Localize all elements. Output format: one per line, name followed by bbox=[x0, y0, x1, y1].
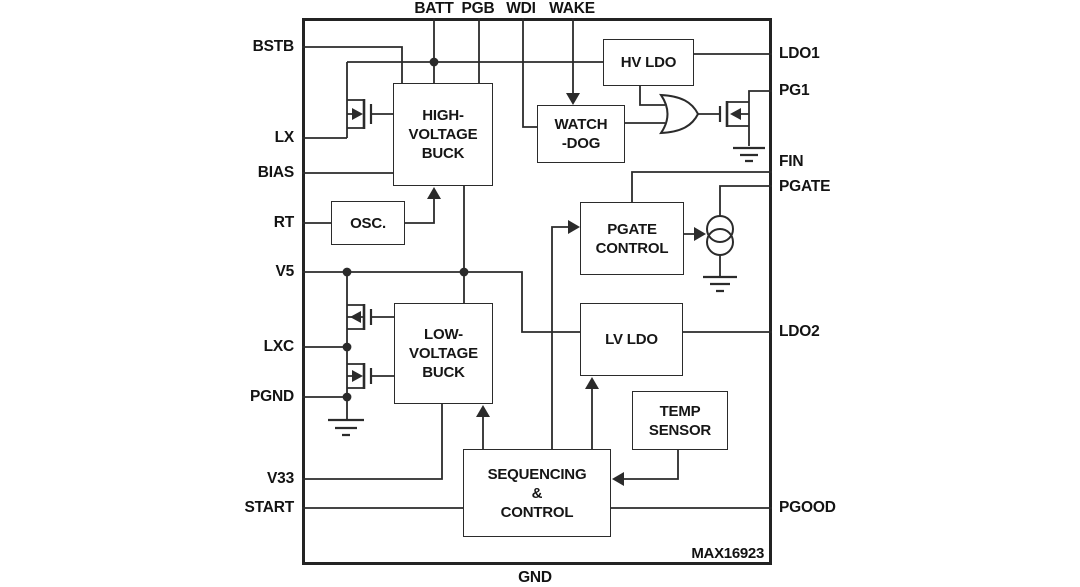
mosfet-icon bbox=[347, 304, 394, 330]
pin-ldo2: LDO2 bbox=[779, 323, 820, 340]
block-pgate-control: PGATE CONTROL bbox=[580, 202, 684, 275]
block-label: CONTROL bbox=[500, 503, 574, 521]
mosfet-icon bbox=[718, 101, 749, 127]
block-label: TEMP bbox=[659, 402, 701, 420]
block-lv-ldo: LV LDO bbox=[580, 303, 683, 376]
chip-outline bbox=[302, 18, 772, 565]
block-hv-buck: HIGH- VOLTAGE BUCK bbox=[393, 83, 493, 186]
pin-lx: LX bbox=[274, 129, 295, 146]
block-seq-control: SEQUENCING & CONTROL bbox=[463, 449, 611, 537]
or-gate-icon bbox=[659, 93, 700, 135]
block-label: LV LDO bbox=[605, 331, 658, 348]
pin-batt: BATT bbox=[414, 0, 454, 17]
junction-dots bbox=[342, 57, 469, 402]
mosfet-icon bbox=[347, 99, 393, 129]
block-label: PGATE bbox=[607, 220, 657, 238]
pin-pgood: PGOOD bbox=[779, 499, 836, 516]
wires bbox=[302, 18, 772, 509]
pin-fin: FIN bbox=[779, 153, 804, 170]
pin-pg1: PG1 bbox=[779, 82, 810, 99]
pin-pgb: PGB bbox=[461, 0, 495, 17]
block-label: LOW- bbox=[424, 326, 463, 343]
pin-bstb: BSTB bbox=[252, 38, 295, 55]
ground-icon bbox=[328, 418, 364, 437]
arrowhead-icon bbox=[612, 472, 624, 486]
arrowhead-icon bbox=[566, 93, 580, 105]
pin-pgate: PGATE bbox=[779, 178, 831, 195]
block-label: -DOG bbox=[561, 135, 601, 152]
pin-ldo1: LDO1 bbox=[779, 45, 820, 62]
mosfet-icon bbox=[347, 363, 394, 389]
part-number: MAX16923 bbox=[691, 545, 764, 562]
pin-gnd: GND bbox=[518, 569, 552, 586]
ground-icon bbox=[703, 275, 737, 293]
pin-wake: WAKE bbox=[549, 0, 595, 17]
arrowhead-icon bbox=[694, 227, 706, 241]
pin-bias: BIAS bbox=[257, 164, 294, 181]
block-label: SENSOR bbox=[648, 421, 712, 439]
block-label: CONTROL bbox=[595, 239, 669, 257]
arrowhead-icon bbox=[585, 377, 599, 389]
block-hv-ldo: HV LDO bbox=[603, 39, 694, 86]
block-label: BUCK bbox=[422, 364, 465, 381]
pin-rt: RT bbox=[273, 214, 294, 231]
pin-v5: V5 bbox=[275, 263, 294, 280]
block-label: VOLTAGE bbox=[409, 345, 478, 362]
block-label: SEQUENCING bbox=[487, 465, 587, 483]
arrowhead-icon bbox=[427, 187, 441, 199]
block-label: OSC. bbox=[350, 214, 386, 232]
pin-start: START bbox=[244, 499, 294, 516]
block-label: WATCH bbox=[554, 116, 608, 133]
block-label: BUCK bbox=[421, 145, 465, 162]
block-label: & bbox=[531, 484, 543, 502]
block-osc: OSC. bbox=[331, 201, 405, 245]
pin-lxc: LXC bbox=[263, 338, 295, 355]
block-label: VOLTAGE bbox=[408, 126, 478, 143]
block-label: HIGH- bbox=[422, 107, 464, 124]
block-watchdog: WATCH -DOG bbox=[537, 105, 625, 163]
block-lv-buck: LOW- VOLTAGE BUCK bbox=[394, 303, 493, 404]
pin-wdi: WDI bbox=[506, 0, 536, 17]
pin-pgnd: PGND bbox=[250, 388, 294, 405]
current-source-icon bbox=[706, 215, 734, 256]
arrowhead-icon bbox=[476, 405, 490, 417]
block-temp-sensor: TEMP SENSOR bbox=[632, 391, 728, 450]
arrowheads bbox=[427, 93, 706, 486]
block-label: HV LDO bbox=[620, 54, 677, 71]
pin-v33: V33 bbox=[267, 470, 294, 487]
arrowhead-icon bbox=[568, 220, 580, 234]
ground-icon bbox=[733, 146, 765, 163]
